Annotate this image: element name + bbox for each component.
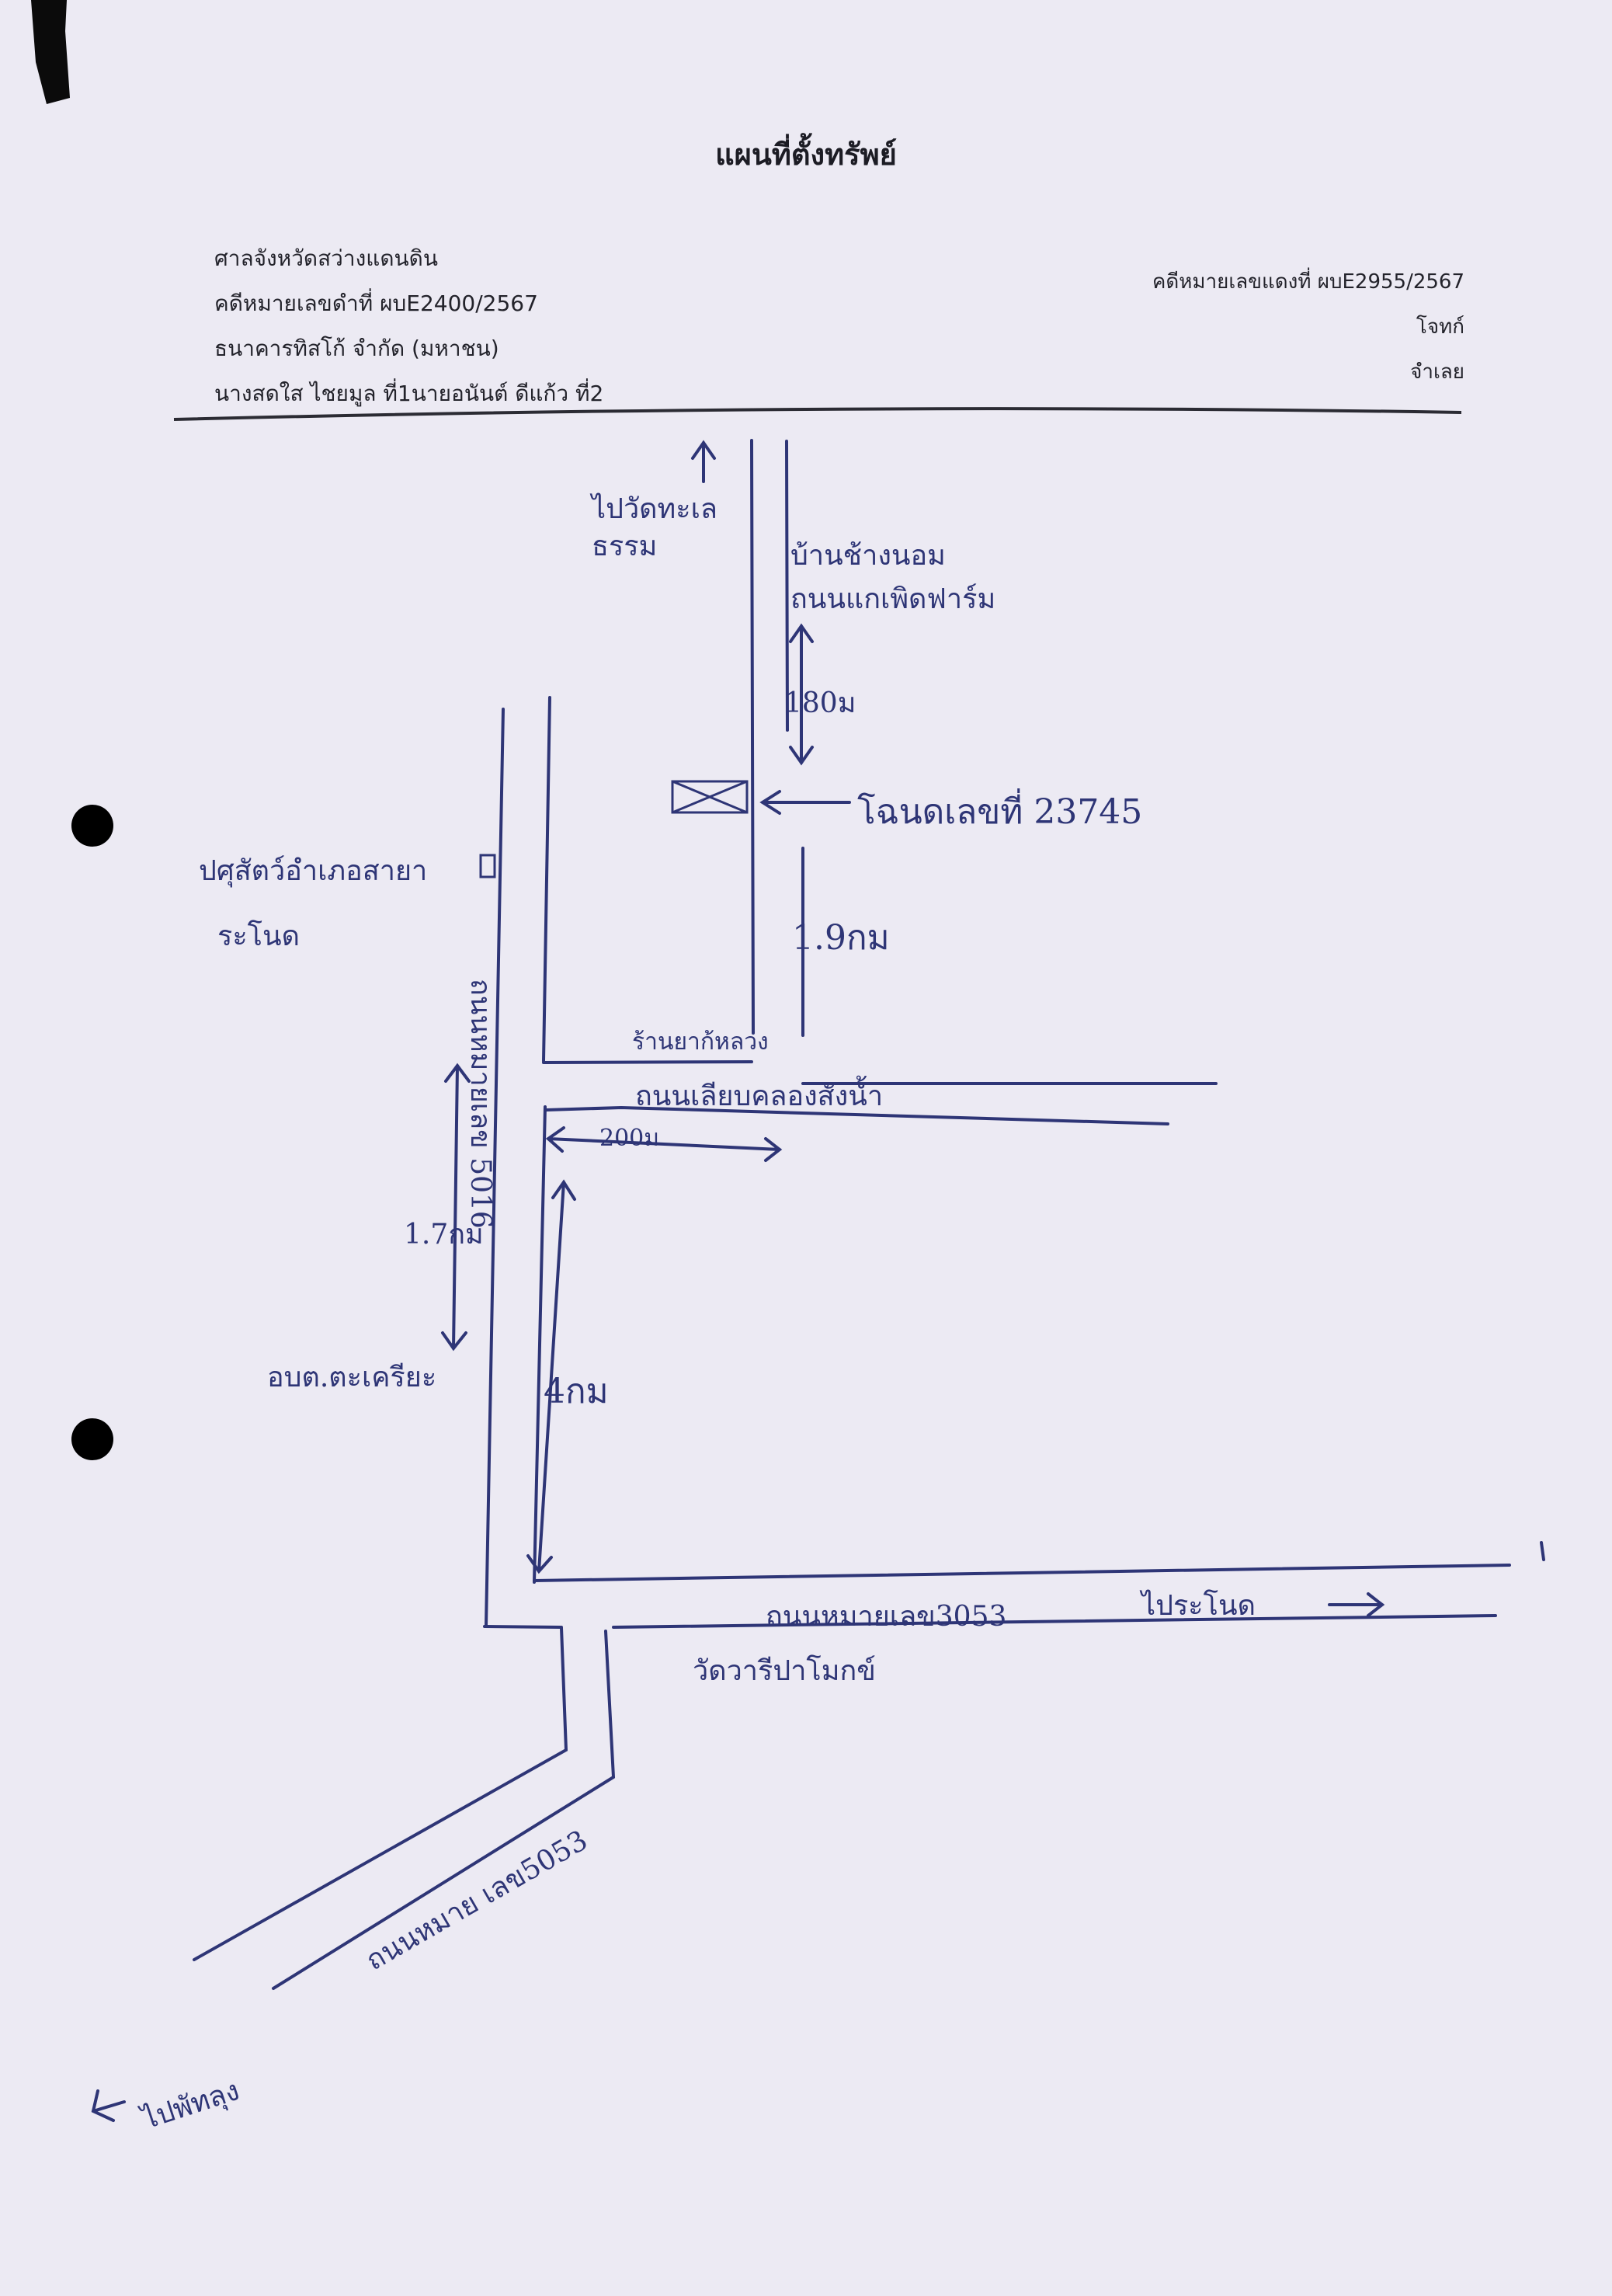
black-case-number: คดีหมายเลขดำที่ ผบE2400/2567: [214, 290, 538, 316]
dimension-180m: [789, 623, 814, 766]
court-name: ศาลจังหวัดสว่างแดนดิน: [214, 245, 438, 271]
label-dist-4km: 4กม: [544, 1372, 609, 1411]
label-dist-1.9km: 1.9กม: [792, 918, 890, 958]
dimension-1.7km: [441, 1063, 471, 1352]
khlong-road-top-left: [542, 1060, 753, 1064]
punch-hole-bottom: [71, 1418, 113, 1460]
road-5053-right-edge: [272, 1630, 616, 1990]
road-5016-right-edge-lower: [533, 1105, 547, 1584]
dimension-4km: [526, 1179, 576, 1574]
parcel-marker-icon: [671, 780, 749, 814]
road-5016-left-edge: [485, 708, 505, 1627]
label-dist-200m: 200ม: [599, 1125, 660, 1152]
label-to-temple: ไปวัดทะเล ธรรม: [592, 493, 717, 562]
arrow-to-phatthalung-icon: [91, 2089, 126, 2122]
plaintiff-name: ธนาคารทิสโก้ จำกัด (มหาชน): [214, 336, 499, 361]
punch-hole-top: [71, 805, 113, 847]
label-clinic: ปศุสัตว์อำเภอสายา: [199, 855, 428, 887]
building-marker-icon: [479, 854, 496, 878]
top-road-left-edge: [750, 439, 755, 1035]
scan-corner-mark: [31, 0, 70, 104]
road-5053-left-edge: [193, 1626, 568, 1961]
case-header-right: คดีหมายเลขแดงที่ ผบE2955/2567 โจทก์ จำเล…: [1152, 263, 1464, 398]
road-end-tick: [1540, 1541, 1545, 1561]
arrow-to-pranot-icon: [1328, 1592, 1385, 1617]
case-header-left: ศาลจังหวัดสว่างแดนดิน คดีหมายเลขดำที่ ผบ…: [214, 239, 603, 419]
label-road-5016: ถนนหมายเลข 5016: [464, 979, 496, 1229]
label-to-pranot: ไประโนด: [1141, 1590, 1256, 1622]
defendant-label: จำเลย: [1410, 360, 1464, 384]
header-divider: [173, 407, 1462, 421]
label-village: บ้านช้างนอม: [790, 540, 946, 572]
defendant-names: นางสดใส ไชยมูล ที่1นายอนันต์ ดีแก้ว ที่2: [214, 381, 604, 406]
north-arrow-icon: [691, 440, 716, 483]
red-case-number: คดีหมายเลขแดงที่ ผบE2955/2567: [1152, 270, 1464, 294]
dimension-200m: [545, 1126, 783, 1162]
label-dist-180m: 180ม: [784, 687, 856, 719]
khlong-road-bottom: [545, 1105, 1169, 1125]
road-3053-top-edge: [533, 1564, 1511, 1582]
deed-pointer-arrow: [759, 790, 851, 815]
label-temple: วัดวารีปาโมกข์: [693, 1655, 876, 1687]
label-road-3053: ถนนหมายเลข3053: [766, 1601, 1007, 1633]
label-farm: ถนนแกเพิดฟาร์ม: [790, 583, 996, 615]
page-title: แผนที่ตั้งทรัพย์: [715, 137, 897, 172]
label-dist-1.7km: 1.7กม: [404, 1219, 484, 1251]
road-3053-bottom-left: [483, 1625, 563, 1629]
label-shop: ร้านยาก้หลวง: [632, 1028, 769, 1056]
label-deed-number: โฉนดเลขที่ 23745: [857, 792, 1143, 832]
road-5016-right-edge-upper: [542, 696, 551, 1063]
label-clinic-sub: ระโนด: [217, 920, 300, 952]
label-khlong-road: ถนนเลียบคลองสังน้ำ: [635, 1080, 884, 1112]
road-3053-bottom-right: [612, 1614, 1497, 1629]
plaintiff-label: โจทก์: [1416, 315, 1464, 339]
label-school: อบต.ตะเครียะ: [267, 1362, 437, 1393]
